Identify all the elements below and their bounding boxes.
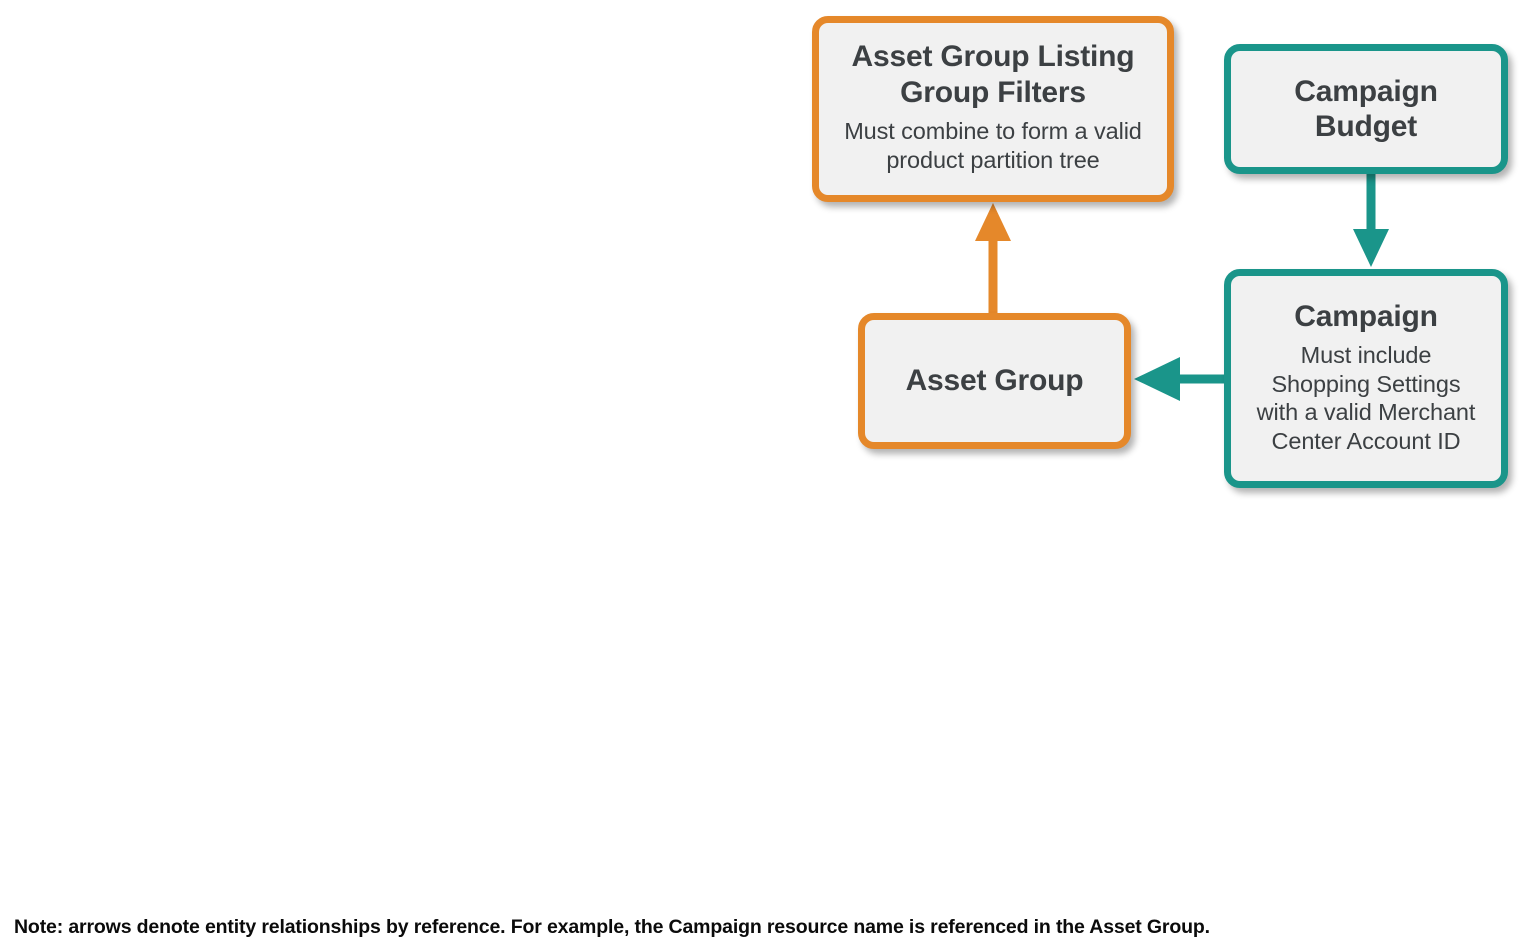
node-description: Must combine to form a valid product par… bbox=[844, 117, 1142, 174]
node-title-line-1: Campaign bbox=[1294, 74, 1438, 108]
node-description: Must include Shopping Settings with a va… bbox=[1257, 341, 1476, 456]
arrowhead-down-teal bbox=[1353, 229, 1389, 267]
node-title: Asset Group bbox=[906, 363, 1084, 398]
node-title: Campaign Budget bbox=[1294, 74, 1438, 145]
node-description-line-1: Must include bbox=[1300, 341, 1432, 368]
node-title: Asset Group Listing Group Filters bbox=[852, 39, 1135, 110]
node-description-line-2: Shopping Settings bbox=[1271, 370, 1461, 397]
node-title-line-1: Asset Group Listing bbox=[851, 40, 1135, 74]
edge-campaign-to-asset-group bbox=[1134, 357, 1226, 401]
node-title-line-1: Campaign bbox=[1294, 300, 1438, 334]
edge-campaign-budget-to-campaign bbox=[1353, 172, 1389, 267]
node-title-line-2: Group Filters bbox=[900, 75, 1086, 109]
arrowhead-up-orange bbox=[975, 203, 1011, 241]
node-campaign-budget[interactable]: Campaign Budget bbox=[1224, 44, 1508, 174]
node-description-line-2: product partition tree bbox=[886, 146, 1100, 173]
node-title: Campaign bbox=[1294, 299, 1438, 334]
node-title-line-1: Asset Group bbox=[905, 364, 1084, 398]
node-title-line-2: Budget bbox=[1314, 110, 1418, 143]
node-description-line-4: Center Account ID bbox=[1271, 427, 1461, 454]
node-description-line-1: Must combine to form a valid bbox=[844, 118, 1142, 145]
edge-asset-group-to-listing-group-filters bbox=[975, 203, 1011, 315]
node-campaign[interactable]: Campaign Must include Shopping Settings … bbox=[1224, 269, 1508, 488]
footer-note: Note: arrows denote entity relationships… bbox=[14, 916, 1210, 938]
node-asset-group-listing-group-filters[interactable]: Asset Group Listing Group Filters Must c… bbox=[812, 16, 1174, 202]
node-description-line-3: with a valid Merchant bbox=[1256, 399, 1476, 426]
arrowhead-left-teal bbox=[1134, 357, 1180, 401]
node-asset-group[interactable]: Asset Group bbox=[858, 313, 1131, 449]
